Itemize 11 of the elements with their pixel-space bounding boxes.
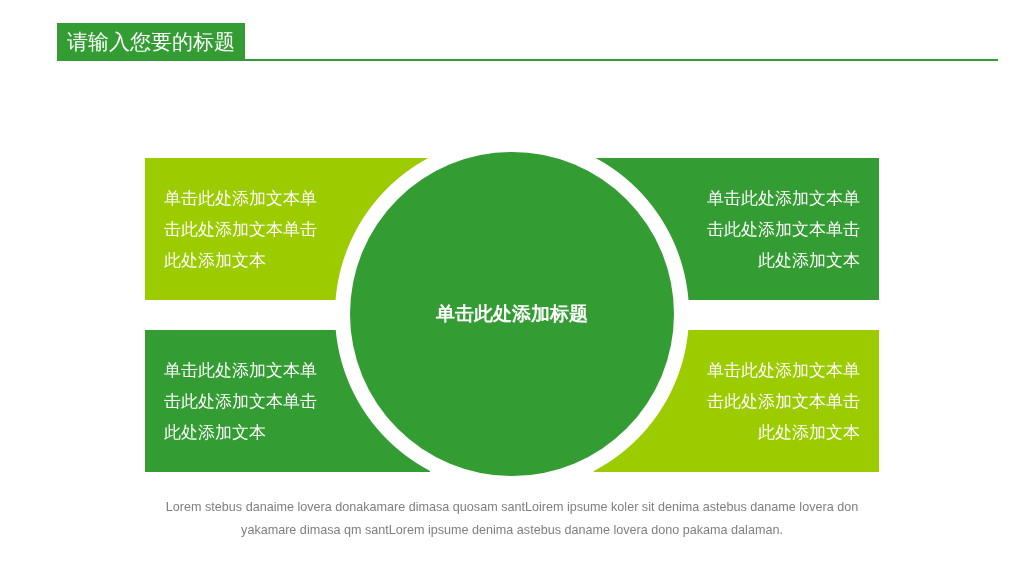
text-panel	[594, 330, 879, 472]
panel-text: 单击此处添加文本单击此处添加文本单击此处添加文本	[164, 187, 318, 272]
panel-text: 单击此处添加文本单击此处添加文本单击此处添加文本	[706, 187, 860, 272]
text-panel	[145, 158, 430, 300]
circle-title: 单击此处添加标题	[436, 302, 588, 326]
slide-title: 请输入您要的标题	[57, 23, 245, 60]
text-panel	[145, 330, 430, 472]
text-panel	[594, 158, 879, 300]
caption-text: Lorem stebus danaime lovera donakamare dimasa quosam santLoirem ipsume koler sit denima astebus daname lovera don yakamare dimasa qm santLorem ipsume denima astebus daname lovera dono pakama dalaman.	[164, 499, 860, 539]
panel-text: 单击此处添加文本单击此处添加文本单击此处添加文本	[706, 359, 860, 444]
panel-text: 单击此处添加文本单击此处添加文本单击此处添加文本	[164, 359, 318, 444]
